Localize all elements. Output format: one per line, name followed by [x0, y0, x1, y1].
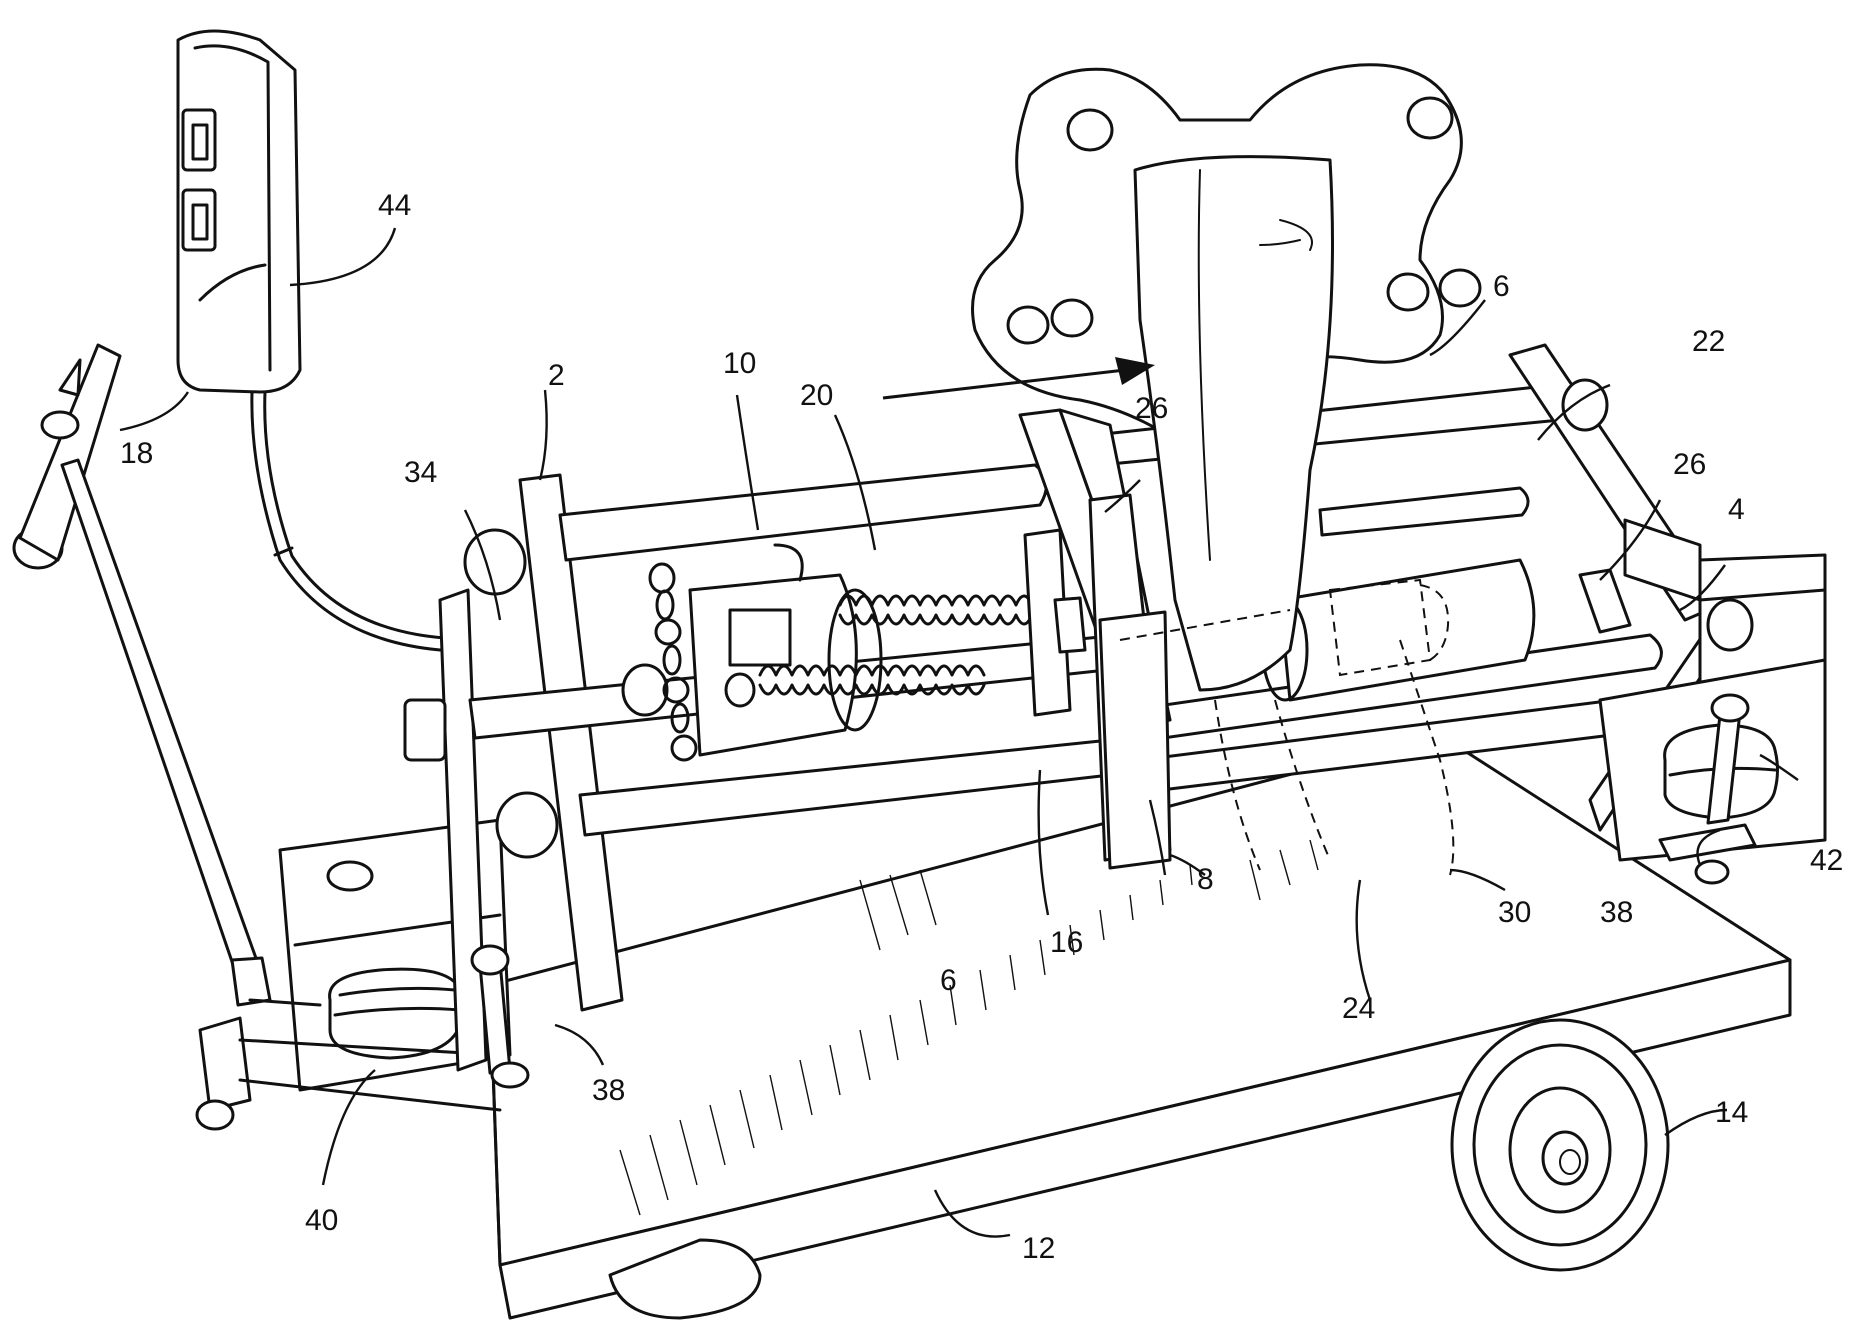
numeral-38-right: 38 — [1600, 896, 1633, 929]
hydraulic-cylinder-10 — [623, 545, 881, 755]
numeral-4: 4 — [1728, 493, 1745, 526]
numeral-42: 42 — [1810, 844, 1843, 877]
numeral-6-upper: 6 — [1493, 270, 1510, 303]
numeral-26-lower: 26 — [1673, 448, 1706, 481]
numeral-24: 24 — [1342, 992, 1375, 1025]
numeral-14: 14 — [1715, 1096, 1748, 1129]
numeral-26-upper: 26 — [1135, 392, 1168, 425]
numeral-8: 8 — [1197, 863, 1214, 896]
numeral-2: 2 — [548, 359, 565, 392]
numeral-34: 34 — [404, 456, 437, 489]
numeral-16: 16 — [1050, 926, 1083, 959]
numeral-40: 40 — [305, 1204, 338, 1237]
numeral-18: 18 — [120, 437, 153, 470]
numeral-30: 30 — [1498, 896, 1531, 929]
wheel-front — [1452, 1020, 1668, 1270]
numeral-44: 44 — [378, 189, 411, 222]
numeral-38-left: 38 — [592, 1074, 625, 1107]
numeral-20: 20 — [800, 379, 833, 412]
numeral-6-lower: 6 — [940, 964, 957, 997]
numeral-22: 22 — [1692, 325, 1725, 358]
numeral-10: 10 — [723, 347, 756, 380]
pendant-control — [178, 31, 445, 650]
numeral-12: 12 — [1022, 1232, 1055, 1265]
